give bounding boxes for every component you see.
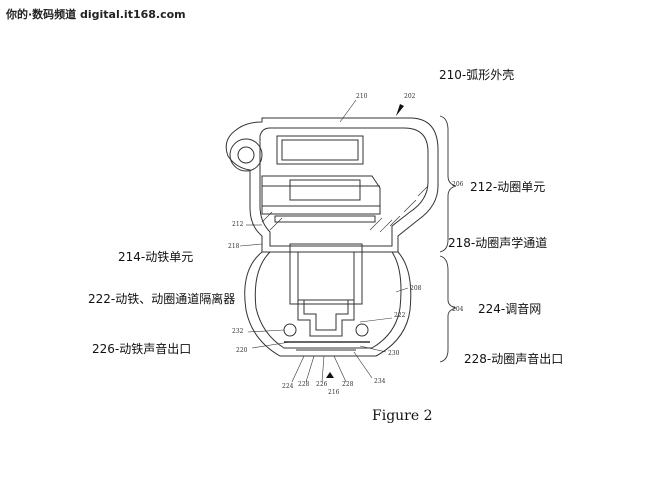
callout-separator: 222-动铁、动圈通道隔离器 [88, 292, 236, 306]
callout-dynamic-channel: 218-动圈声学通道 [448, 236, 548, 250]
ref-208: 208 [410, 285, 422, 292]
callout-ba-outlet: 226-动铁声音出口 [92, 342, 192, 356]
mount-ring-inner [237, 146, 255, 164]
arrow-202 [396, 104, 404, 116]
nozzle-outer [244, 251, 412, 357]
channel-separator [297, 300, 355, 337]
damper-left [283, 323, 297, 337]
lower-bracket [439, 255, 457, 363]
ref-228-left: 228 [298, 381, 310, 388]
arc-shell-outline [225, 117, 439, 253]
ref-210: 210 [356, 93, 368, 100]
ref-218: 218 [228, 243, 240, 250]
callout-dynamic-outlet: 228-动圈声音出口 [464, 352, 564, 366]
ref-232: 232 [232, 328, 244, 335]
dynamic-diaphragm [289, 179, 361, 201]
callout-dynamic-unit: 212-动圈单元 [470, 180, 546, 194]
ref-206: 206 [452, 181, 464, 188]
ref-226: 226 [316, 381, 328, 388]
ref-230: 230 [388, 350, 400, 357]
ref-220: 220 [236, 347, 248, 354]
ref-228-right: 228 [342, 381, 354, 388]
ba-unit-core [297, 251, 355, 301]
dynamic-driver-cap [276, 135, 364, 165]
figure-caption: Figure 2 [372, 408, 433, 424]
mount-ring-outer [229, 138, 263, 172]
dynamic-driver-body [261, 175, 381, 215]
ref-202: 202 [404, 93, 416, 100]
ref-234: 234 [374, 378, 386, 385]
ref-216: 216 [328, 389, 340, 396]
damper-right [355, 323, 369, 337]
ba-unit-housing [289, 243, 363, 305]
callout-arc-shell: 210-弧形外壳 [439, 68, 515, 82]
callout-tuning-mesh: 224-调音网 [478, 302, 542, 316]
ref-212: 212 [232, 221, 244, 228]
ref-204: 204 [452, 306, 464, 313]
upper-bracket [439, 115, 457, 253]
callout-ba-unit: 214-动铁单元 [118, 250, 194, 264]
site-watermark: 你的·数码频道 digital.it168.com [6, 8, 186, 21]
ref-224: 224 [282, 383, 294, 390]
ref-222: 222 [394, 312, 406, 319]
